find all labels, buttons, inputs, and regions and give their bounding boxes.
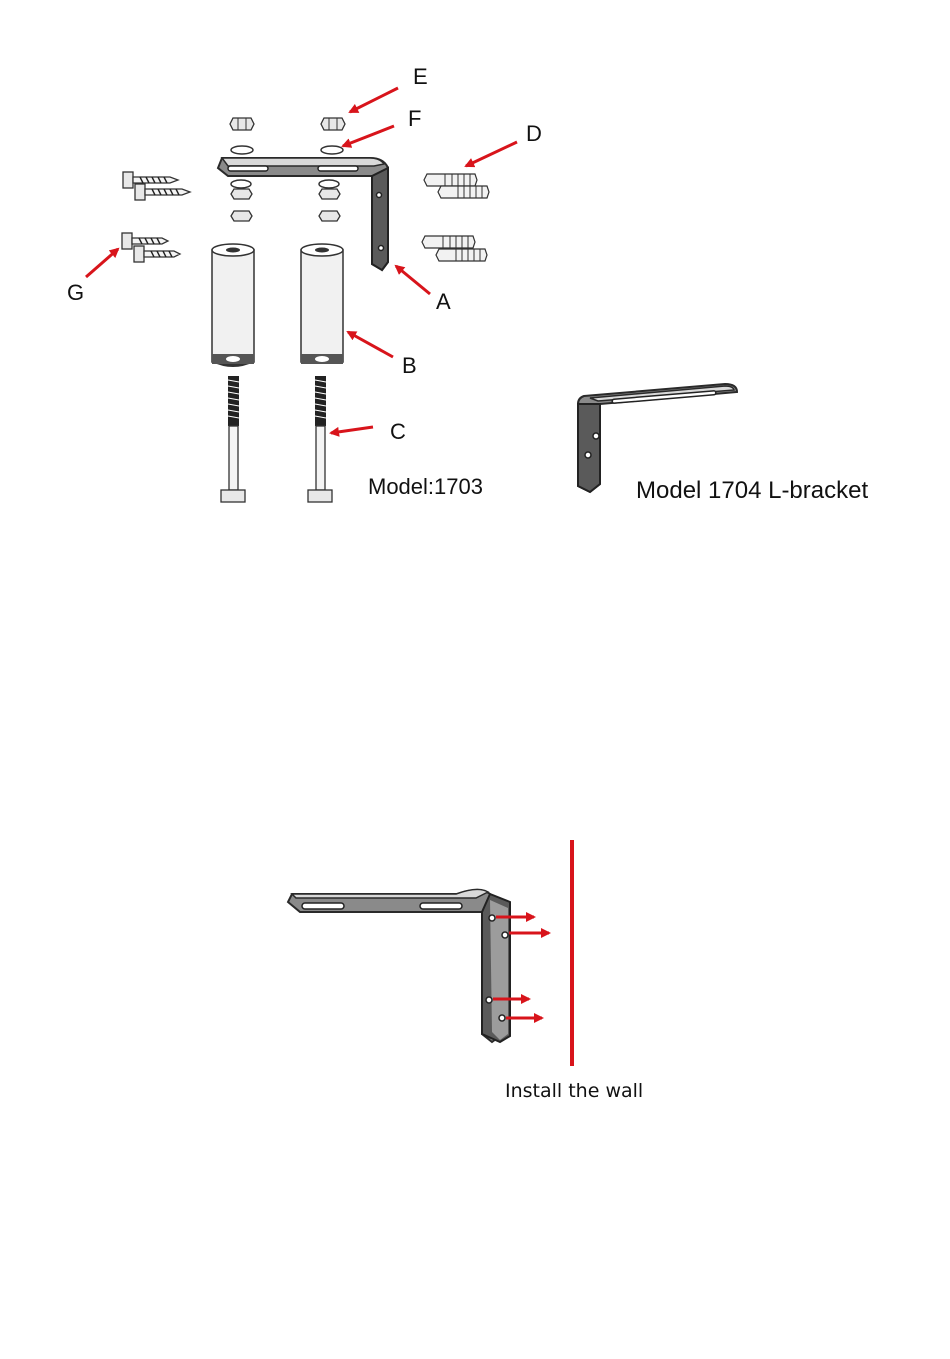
arrow-c xyxy=(331,427,373,433)
install-slot-right xyxy=(420,903,462,909)
top-nut-right xyxy=(321,118,345,130)
wall-anchor-3 xyxy=(422,236,475,248)
callout-f: F xyxy=(408,106,421,131)
arrow-d xyxy=(466,142,517,166)
install-label: Install the wall xyxy=(505,1080,643,1102)
bracket-hole-upper xyxy=(377,193,382,198)
install-hole-1 xyxy=(489,915,495,921)
spacer-tube-right xyxy=(301,244,343,364)
model-1703-label: Model:1703 xyxy=(368,474,483,499)
callout-c: C xyxy=(390,419,406,444)
install-hole-3 xyxy=(486,997,492,1003)
callout-e: E xyxy=(413,64,428,89)
wall-anchor-1 xyxy=(424,174,477,186)
arrow-b xyxy=(348,332,393,357)
low-nut-left xyxy=(231,211,252,221)
spacer-tube-left xyxy=(212,244,254,367)
long-bolt-right xyxy=(308,376,332,502)
install-hole-2 xyxy=(502,932,508,938)
install-hole-4 xyxy=(499,1015,505,1021)
mid-washer-right xyxy=(319,180,339,188)
callout-d: D xyxy=(526,121,542,146)
callout-b: B xyxy=(402,353,417,378)
mid-nut-left xyxy=(231,189,252,199)
slot-right xyxy=(318,166,358,171)
model-1704-bracket: Model 1704 L-bracket xyxy=(578,384,868,504)
bracket-1704-hole-lower xyxy=(585,452,591,458)
mid-washer-left xyxy=(231,180,251,188)
wall-anchor-2 xyxy=(438,186,489,198)
lag-screw-3 xyxy=(122,233,168,249)
arrow-a xyxy=(396,266,430,294)
slot-left xyxy=(228,166,268,171)
callout-a: A xyxy=(436,289,451,314)
bracket-hole-lower xyxy=(379,246,384,251)
install-illustration: Install the wall xyxy=(288,840,643,1102)
arrow-e xyxy=(350,88,398,112)
wall-anchor-4 xyxy=(436,249,487,261)
lag-screw-1 xyxy=(123,172,178,188)
arrow-f xyxy=(343,126,394,146)
long-bolt-left xyxy=(221,376,245,502)
low-nut-right xyxy=(319,211,340,221)
model-1704-label: Model 1704 L-bracket xyxy=(636,477,868,504)
install-slot-left xyxy=(302,903,344,909)
model-1703-exploded-view: E F D A B C G Model:1703 xyxy=(67,64,542,502)
top-washer-left xyxy=(231,146,253,154)
mid-nut-right xyxy=(319,189,340,199)
bracket-1704-hole-upper xyxy=(593,433,599,439)
top-nut-left xyxy=(230,118,254,130)
lag-screw-4 xyxy=(134,246,180,262)
callout-g: G xyxy=(67,280,84,305)
lag-screw-2 xyxy=(135,184,190,200)
top-washer-right xyxy=(321,146,343,154)
arrow-g xyxy=(86,249,118,277)
